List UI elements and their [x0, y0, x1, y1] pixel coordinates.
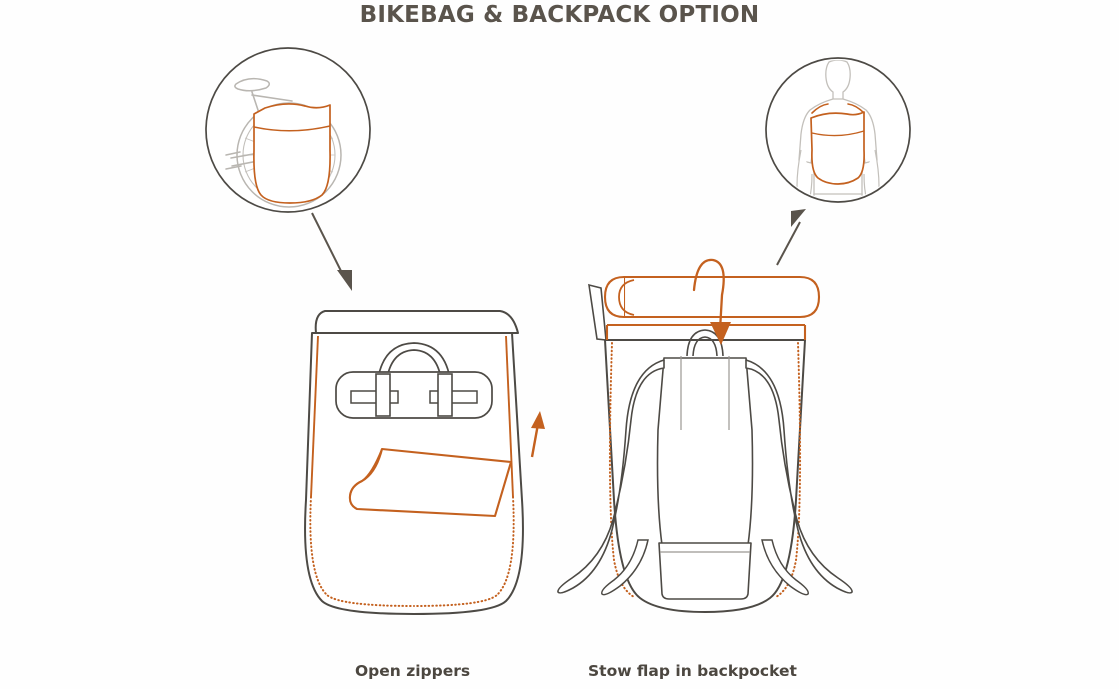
backpack-zipper-left — [608, 342, 635, 598]
shoulder-strap-left — [557, 359, 665, 594]
bicycle-drawing — [225, 77, 342, 208]
arrow-bike-to-bag-shaft — [311, 212, 345, 278]
zipper-left-dotted — [309, 496, 415, 607]
arrow-zipper-open-head — [531, 411, 545, 429]
pannier-bag-body — [253, 103, 331, 204]
arrow-flap-stow-shaft — [692, 258, 725, 332]
back-panel — [656, 357, 754, 546]
arrow-backpack-to-person-shaft — [776, 221, 801, 266]
right-backpack-illustration — [557, 258, 853, 613]
page-title: BIKEBAG & BACKPACK OPTION — [359, 2, 760, 28]
person-inset — [765, 57, 911, 203]
arrow-backpack-to-person — [776, 209, 806, 266]
worn-backpack-roll-line — [811, 130, 865, 137]
back-pocket — [658, 542, 752, 600]
wheel-tire — [236, 102, 342, 208]
strap-loop-left — [375, 373, 391, 417]
arrow-backpack-to-person-head — [791, 209, 806, 227]
back-panel-seams — [680, 356, 730, 430]
carry-handle-outer — [376, 342, 452, 387]
haul-loop-inner — [692, 336, 718, 357]
caption-open-zippers: Open zippers — [355, 662, 471, 680]
arrow-bike-to-bag — [311, 212, 352, 291]
arrow-flap-stow — [692, 258, 731, 345]
handle-slot-left — [350, 390, 399, 404]
bag-lid — [314, 310, 519, 334]
backpack-side-tab — [588, 283, 607, 341]
strap-tail-right — [761, 539, 809, 596]
arrow-zipper-open — [530, 411, 545, 458]
worn-backpack-body — [810, 111, 865, 185]
zipper-right-solid — [505, 335, 514, 498]
open-flap-curl — [349, 448, 383, 497]
rolled-flap-roll-inner — [618, 279, 635, 316]
shoulder-strap-right — [745, 359, 853, 594]
pannier-bag-lid-line — [253, 125, 331, 132]
handle-plate — [335, 371, 493, 419]
left-bikebag-illustration — [304, 310, 545, 615]
person-drawing — [796, 60, 880, 200]
handle-slot-right — [429, 390, 478, 404]
zipper-right-dotted — [413, 496, 515, 607]
bike-inset — [205, 47, 371, 213]
arrow-bike-to-bag-head — [337, 270, 352, 291]
strap-tail-left — [601, 539, 649, 596]
strap-loop-right — [437, 373, 453, 417]
arrow-flap-stow-head — [710, 322, 731, 345]
person-head — [825, 60, 851, 101]
bicycle-saddle — [234, 77, 270, 92]
zipper-left-solid — [310, 335, 319, 498]
carry-handle-inner — [385, 349, 443, 387]
caption-stow-flap: Stow flap in backpocket — [588, 662, 797, 680]
rolled-flap-base-sides — [605, 325, 807, 340]
arrow-zipper-open-shaft — [530, 423, 540, 458]
rolled-flap-end — [603, 275, 625, 319]
backpack-zipper-right — [775, 342, 802, 598]
